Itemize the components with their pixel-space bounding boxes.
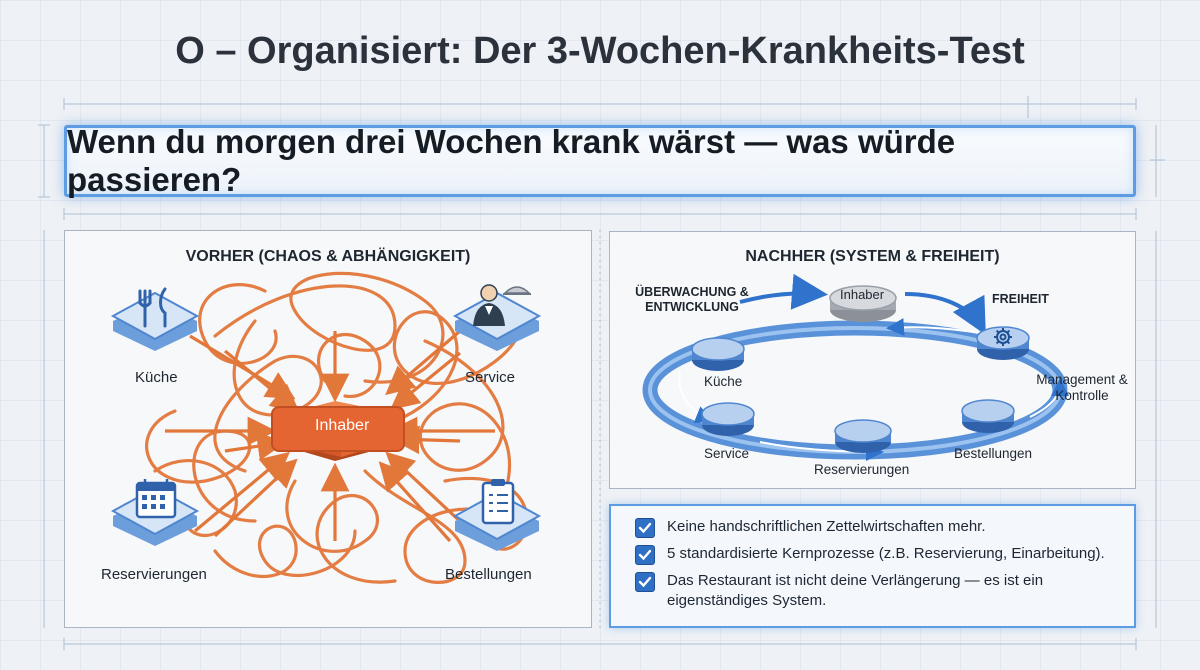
monitoring-label: ÜBERWACHUNG & ENTWICKLUNG — [635, 285, 749, 314]
checklist-item: Keine handschriftlichen Zettelwirtschaft… — [635, 517, 1122, 538]
question-text: Wenn du morgen drei Wochen krank wärst —… — [67, 123, 956, 198]
after-kitchen-label: Küche — [704, 374, 743, 389]
page-title: O – Organisiert: Der 3-Wochen-Krankheits… — [175, 30, 1025, 72]
gear-icon — [994, 328, 1012, 346]
system-diagram — [642, 273, 1069, 461]
chaos-arrows — [165, 329, 495, 543]
chaos-lines — [145, 271, 529, 584]
owner-disc-label: Inhaber — [840, 287, 885, 302]
checkmark-icon — [635, 545, 655, 565]
service-node — [701, 402, 755, 436]
checklist-item: Das Restaurant ist nicht deine Verlänger… — [635, 571, 1122, 611]
orders-label: Bestellungen — [445, 566, 532, 583]
before-panel: VORHER (CHAOS & ABHÄNGIGKEIT) — [64, 230, 592, 628]
checklist-item-text: Das Restaurant ist nicht deine Verlänger… — [667, 572, 1044, 609]
owner-block — [271, 401, 405, 461]
owner-disc — [829, 285, 897, 322]
after-panel-title: NACHHER (SYSTEM & FREIHEIT) — [745, 248, 1000, 265]
after-panel: NACHHER (SYSTEM & FREIHEIT) — [609, 231, 1136, 489]
before-panel-title: VORHER (CHAOS & ABHÄNGIGKEIT) — [185, 248, 471, 265]
after-service-label: Service — [704, 446, 750, 461]
kitchen-node — [691, 337, 745, 371]
chaos-diagram — [110, 271, 542, 584]
after-reservations-label: Reservierungen — [814, 462, 910, 477]
management-label: Management & Kontrolle — [1036, 372, 1128, 403]
orders-node — [961, 399, 1015, 433]
clipboard-icon — [481, 479, 515, 525]
calendar-icon — [135, 479, 177, 519]
service-label: Service — [465, 369, 516, 386]
checkmark-icon — [635, 572, 655, 592]
kitchen-tile — [110, 291, 200, 351]
checklist-item: 5 standardisierte Kernprozesse (z.B. Res… — [635, 544, 1122, 565]
benefits-checklist: Keine handschriftlichen Zettelwirtschaft… — [609, 504, 1136, 628]
checklist-item-text: 5 standardisierte Kernprozesse (z.B. Res… — [667, 545, 1105, 562]
after-orders-label: Bestellungen — [954, 446, 1033, 461]
checklist-item-text: Keine handschriftlichen Zettelwirtschaft… — [667, 518, 986, 535]
owner-label: Inhaber — [315, 417, 370, 434]
question-banner: Wenn du morgen drei Wochen krank wärst —… — [64, 123, 1136, 198]
cutlery-icon — [138, 287, 167, 328]
kitchen-label: Küche — [135, 369, 178, 386]
freedom-label: FREIHEIT — [992, 292, 1049, 306]
owner-arrows — [739, 273, 986, 336]
reservations-label: Reservierungen — [101, 566, 207, 583]
checkmark-icon — [635, 518, 655, 538]
waiter-icon — [473, 284, 531, 326]
reservations-node — [834, 419, 892, 453]
